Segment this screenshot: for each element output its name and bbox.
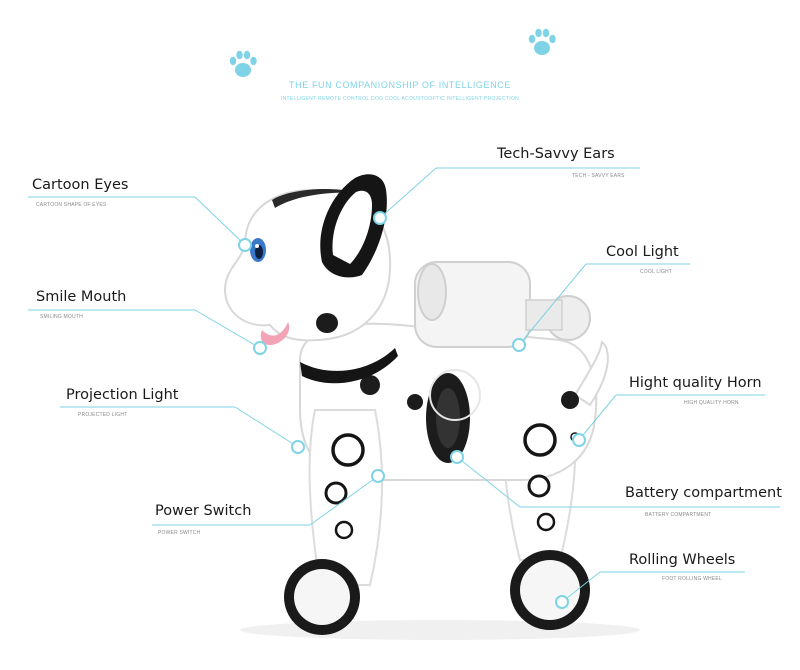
cartoon-eyes-sublabel: CARTOON SHAPE OF EYES <box>36 202 107 208</box>
high-quality-horn-sublabel: HIGH QUALITY HORN <box>684 400 739 406</box>
power-switch-sublabel: POWER SWITCH <box>158 530 201 536</box>
cartoon-eyes-label: Cartoon Eyes <box>32 177 129 193</box>
smile-mouth-sublabel: SMILING MOUTH <box>40 314 83 320</box>
tech-savvy-ears-label: Tech-Savvy Ears <box>497 146 615 162</box>
rolling-wheels-sublabel: FOOT ROLLING WHEEL <box>662 576 722 582</box>
projection-light-label: Projection Light <box>66 387 179 403</box>
header-subtitle: INTELLIGENT REMOTE CONTROL DOG COOL ACOU… <box>280 96 520 102</box>
rolling-wheels-label: Rolling Wheels <box>629 552 736 568</box>
paw-icon <box>528 28 556 55</box>
projection-light-sublabel: PROJECTED LIGHT <box>78 412 128 418</box>
high-quality-horn-label: Hight quality Horn <box>629 375 762 391</box>
smile-mouth-label: Smile Mouth <box>36 289 127 305</box>
tech-savvy-ears-sublabel: TECH - SAVVY EARS <box>572 173 625 179</box>
header-title: THE FUN COMPANIONSHIP OF INTELLIGENCE <box>289 80 511 90</box>
battery-compartment-sublabel: BATTERY COMPARTMENT <box>645 512 712 518</box>
power-switch-label: Power Switch <box>155 503 252 519</box>
paw-icon <box>229 50 257 77</box>
battery-compartment-label: Battery compartment <box>625 485 782 501</box>
cool-light-sublabel: COOL LIGHT <box>640 269 673 275</box>
cool-light-label: Cool Light <box>606 244 679 260</box>
